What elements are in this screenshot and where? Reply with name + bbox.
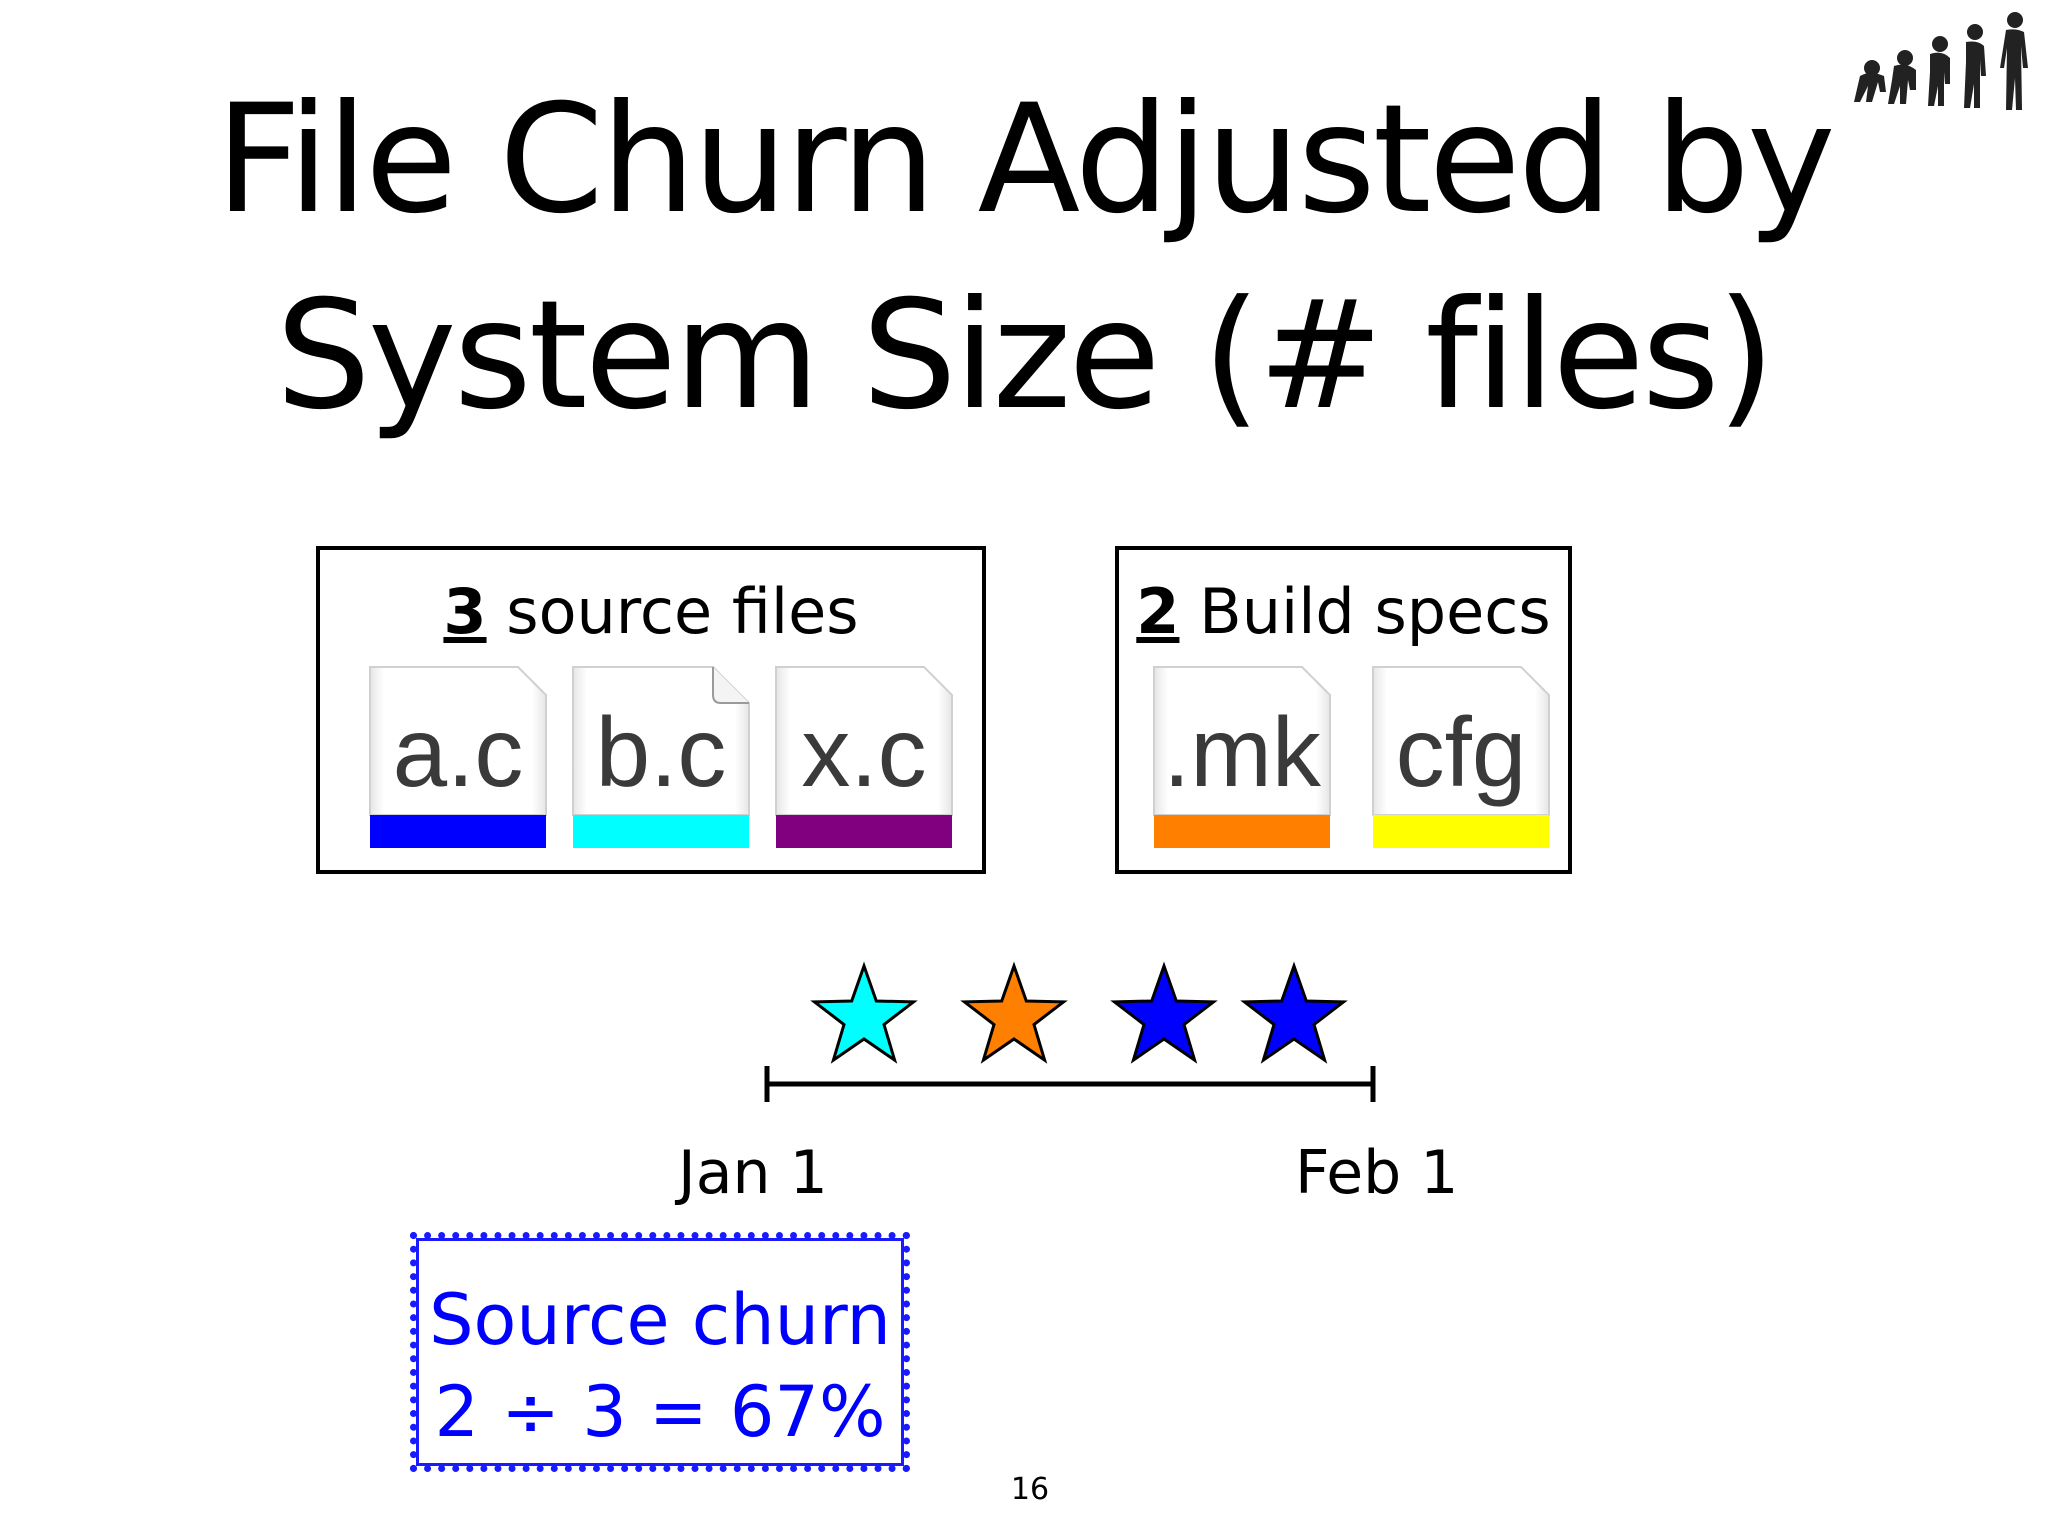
slide-title-line-2: System Size (# files) — [275, 269, 1776, 443]
star-icon-3 — [1110, 961, 1218, 1064]
source-files-count: 3 — [443, 575, 487, 648]
build-specs-group: 2 Build specs .mk cfg — [1115, 546, 1572, 874]
slide-title: File Churn Adjusted by System Size (# fi… — [0, 62, 2048, 454]
file-color-band — [370, 815, 546, 848]
file-color-band — [573, 815, 749, 848]
file-name-label: cfg — [1395, 697, 1527, 807]
file-page-icon — [775, 666, 953, 848]
file-page-icon — [369, 666, 547, 848]
page-number: 16 — [1010, 1472, 1050, 1507]
build-specs-label: Build specs — [1199, 575, 1551, 648]
star-icon-2 — [960, 961, 1068, 1064]
file-icon-b-c[interactable]: b.c — [571, 665, 751, 850]
source-churn-heading: Source churn — [429, 1279, 891, 1361]
slide-title-line-1: File Churn Adjusted by — [215, 73, 1835, 247]
source-files-label: source files — [506, 575, 859, 648]
file-color-band — [776, 815, 952, 848]
file-icon-a-c[interactable]: a.c — [368, 665, 548, 850]
file-page-icon — [1153, 666, 1331, 848]
evolution-of-man-icon — [1854, 12, 2028, 110]
file-name-label: x.c — [801, 697, 927, 807]
file-color-band — [1154, 815, 1330, 848]
file-color-band — [1373, 815, 1549, 848]
file-name-label: b.c — [595, 697, 727, 807]
file-name-label: a.c — [392, 697, 524, 807]
source-files-group: 3 source files a.c b.c x.c — [316, 546, 986, 874]
source-files-caption: 3 source files — [320, 574, 982, 650]
build-specs-count: 2 — [1136, 575, 1180, 648]
file-page-icon — [572, 666, 750, 848]
file-icon-cfg[interactable]: cfg — [1371, 665, 1551, 850]
timeline — [764, 961, 1376, 1102]
star-icon-4 — [1240, 961, 1348, 1064]
source-churn-box: Source churn 2 ÷ 3 = 67% — [410, 1232, 910, 1472]
timeline-end-label: Feb 1 — [1295, 1138, 1459, 1208]
build-specs-caption: 2 Build specs — [1119, 574, 1568, 650]
star-icon-1 — [810, 961, 918, 1064]
timeline-axis — [764, 1066, 1376, 1102]
file-icon-x-c[interactable]: x.c — [774, 665, 954, 850]
file-icon-mk[interactable]: .mk — [1152, 665, 1332, 850]
file-page-icon — [1372, 666, 1550, 848]
source-churn-formula: 2 ÷ 3 = 67% — [434, 1371, 886, 1453]
timeline-start-label: Jan 1 — [678, 1138, 828, 1208]
file-name-label: .mk — [1163, 697, 1321, 807]
